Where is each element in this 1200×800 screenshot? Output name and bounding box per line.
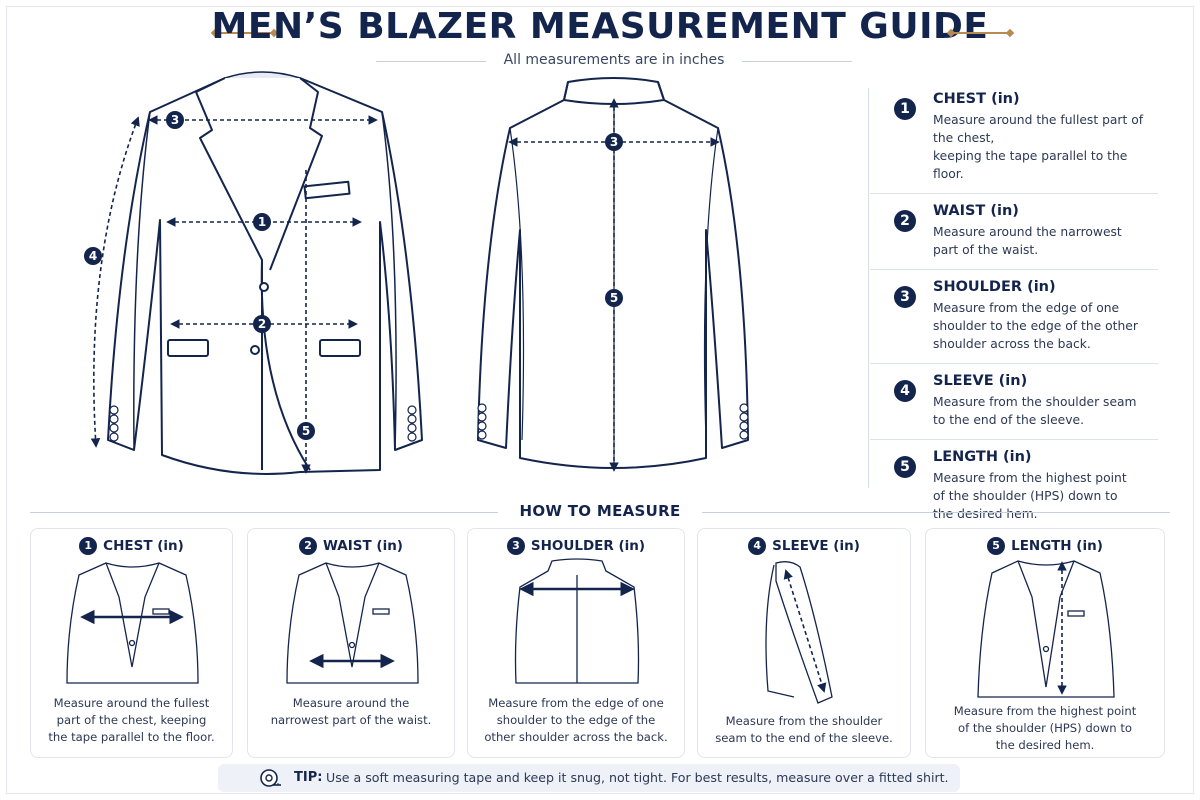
tip-text: Use a soft measuring tape and keep it sn… bbox=[326, 770, 949, 785]
diagram-markers: 3 1 2 4 5 3 5 bbox=[84, 111, 623, 440]
measuring-tape-icon bbox=[260, 769, 281, 787]
guide-divider bbox=[868, 88, 869, 488]
guide-item-length: 5 LENGTH (in) Measure from the highest p… bbox=[870, 449, 1158, 533]
guide-description: Measure around the fullest part of the c… bbox=[933, 113, 1144, 181]
marker-5-front: 5 bbox=[297, 422, 315, 440]
guide-number: 3 bbox=[894, 286, 916, 308]
section-rule-right bbox=[702, 512, 1170, 513]
guide-heading: CHEST (in) bbox=[933, 91, 1020, 107]
page-frame bbox=[6, 6, 1194, 794]
sleeve-illustration bbox=[765, 561, 833, 704]
subtitle-row: All measurements are in inches bbox=[376, 52, 852, 70]
svg-text:5: 5 bbox=[302, 424, 310, 438]
shoulder-illustration bbox=[514, 558, 640, 684]
section-rule-left bbox=[30, 512, 498, 513]
how-to-title: HOW TO MEASURE bbox=[519, 502, 681, 520]
guide-number: 5 bbox=[894, 456, 916, 478]
front-blazer-illustration bbox=[107, 71, 423, 475]
guide-heading: WAIST (in) bbox=[933, 203, 1019, 219]
marker-3-front: 3 bbox=[166, 111, 184, 129]
marker-1-front: 1 bbox=[253, 213, 271, 231]
marker-5-back: 5 bbox=[605, 289, 623, 307]
svg-text:2: 2 bbox=[258, 317, 266, 331]
guide-item-chest: 1 CHEST (in) Measure around the fullest … bbox=[870, 91, 1158, 194]
svg-text:1: 1 bbox=[258, 215, 266, 229]
svg-text:4: 4 bbox=[89, 249, 97, 263]
guide-number: 1 bbox=[894, 98, 916, 120]
tip-bar: TIP: Use a soft measuring tape and keep … bbox=[218, 764, 960, 792]
front-sleeve-line bbox=[90, 116, 140, 448]
guide-heading: SHOULDER (in) bbox=[933, 279, 1056, 295]
tip-label: TIP: bbox=[294, 770, 323, 785]
waist-illustration bbox=[286, 562, 419, 684]
chest-illustration bbox=[66, 562, 199, 684]
blazer-diagram: 3 1 2 4 5 3 5 bbox=[84, 71, 749, 475]
subtitle: All measurements are in inches bbox=[503, 52, 725, 68]
svg-text:3: 3 bbox=[171, 113, 179, 127]
marker-3-back: 3 bbox=[605, 133, 623, 151]
marker-2-front: 2 bbox=[253, 315, 271, 333]
title-ornament-left bbox=[210, 28, 279, 38]
guide-number: 2 bbox=[894, 210, 916, 232]
guide-list: 1 CHEST (in) Measure around the fullest … bbox=[870, 82, 1158, 541]
guide-heading: LENGTH (in) bbox=[933, 449, 1032, 465]
svg-text:3: 3 bbox=[610, 135, 618, 149]
marker-4-front: 4 bbox=[84, 247, 102, 265]
guide-number: 4 bbox=[894, 380, 916, 402]
length-illustration bbox=[977, 560, 1115, 698]
page-title: MEN’S BLAZER MEASUREMENT GUIDE bbox=[211, 6, 989, 47]
title-ornament-right bbox=[946, 28, 1015, 38]
guide-item-shoulder: 3 SHOULDER (in) Measure from the edge of… bbox=[870, 279, 1158, 364]
guide-item-waist: 2 WAIST (in) Measure around the narrowes… bbox=[870, 203, 1158, 270]
guide-item-sleeve: 4 SLEEVE (in) Measure from the shoulder … bbox=[870, 373, 1158, 440]
guide-heading: SLEEVE (in) bbox=[933, 373, 1028, 389]
svg-text:5: 5 bbox=[610, 291, 618, 305]
